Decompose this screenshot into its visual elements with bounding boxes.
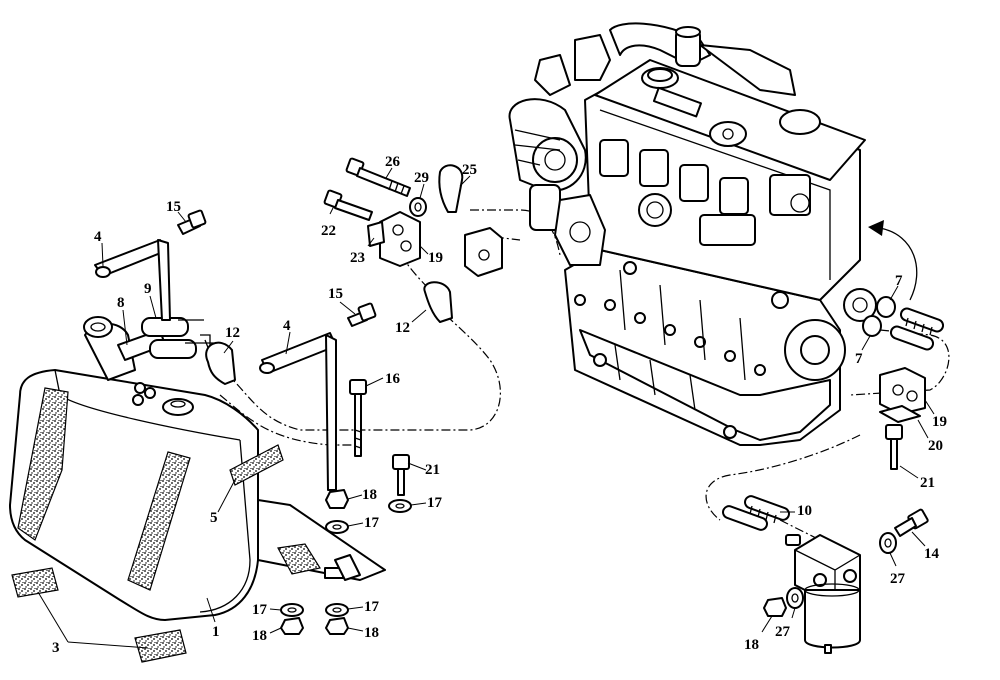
mounting-blocks [367,211,926,423]
callout-23: 23 [350,250,365,266]
callout-20: 20 [928,438,943,454]
hose-clamps [205,164,464,385]
callout-29: 29 [414,170,429,186]
callout-1: 1 [212,624,220,640]
callout-labels: 1 3 4 4 5 7 7 8 9 10 12 12 14 15 15 16 [37,154,947,656]
callout-25: 25 [462,162,477,178]
callout-16: 16 [385,371,401,387]
callout-5: 5 [210,510,218,526]
callout-18d: 18 [744,637,759,653]
callout-18c: 18 [364,625,379,641]
fuel-filter [785,534,861,654]
callout-15b: 15 [328,286,343,302]
nuts-and-washers [280,197,897,635]
callout-19a: 19 [428,250,443,266]
callout-17c: 17 [252,602,268,618]
callout-10: 10 [797,503,812,519]
callout-27a: 27 [890,571,906,587]
fuel-tank [9,316,386,663]
callout-21b: 21 [920,475,935,491]
bolts [177,157,929,537]
engine-assembly [508,22,918,446]
tank-strap-left [94,239,171,321]
callout-4a: 4 [94,229,102,245]
tank-strap-middle [259,332,337,491]
callout-7b: 7 [855,351,863,367]
callout-4b: 4 [283,318,291,334]
callout-19b: 19 [932,414,947,430]
callout-18a: 18 [362,487,377,503]
callout-9: 9 [144,281,152,297]
callout-27b: 27 [775,624,791,640]
callout-14: 14 [924,546,940,562]
callout-21a: 21 [425,462,440,478]
callout-17b: 17 [427,495,443,511]
tank-fittings [117,317,216,366]
block-bolts [574,261,789,439]
alternator [508,98,587,231]
callout-15a: 15 [166,199,181,215]
callout-3: 3 [52,640,60,656]
callout-22: 22 [321,223,336,239]
callout-17a: 17 [364,515,380,531]
callout-12b: 12 [395,320,410,336]
callout-26: 26 [385,154,401,170]
callout-12a: 12 [225,325,240,341]
callout-17d: 17 [364,599,380,615]
injector-row [599,139,811,246]
callout-18b: 18 [252,628,267,644]
hoses [722,307,945,531]
callout-7a: 7 [895,273,903,289]
callout-8: 8 [117,295,125,311]
